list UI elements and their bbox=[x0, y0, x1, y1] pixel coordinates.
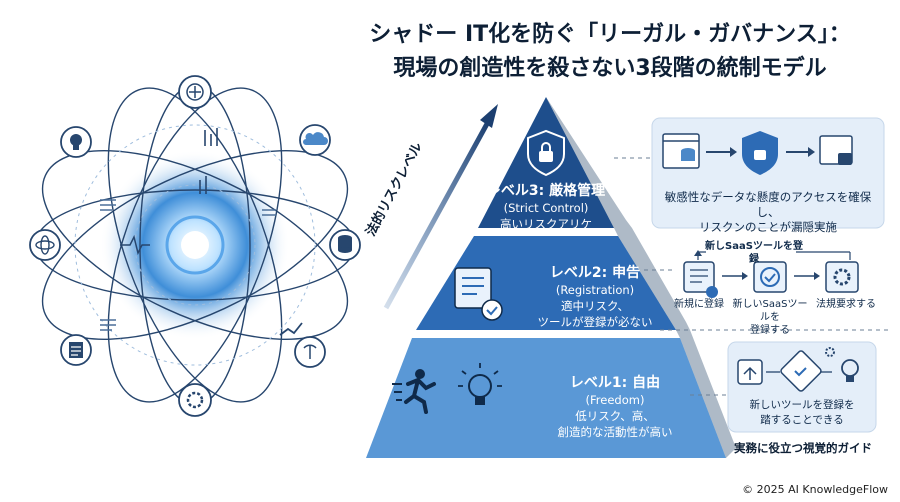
connectors bbox=[614, 157, 892, 396]
risk-arrow bbox=[383, 104, 498, 310]
chart-icon bbox=[279, 322, 303, 336]
level-2-label: レベル2: 申告 (Registration) 適中リスク、 ツールが登録が必な… bbox=[520, 262, 670, 330]
level-3-desc: 高いリスクアリケ bbox=[500, 217, 592, 231]
mid-step-3: 法規要求する bbox=[816, 299, 876, 310]
panel-strict-control bbox=[651, 117, 885, 229]
level-2-title: レベル2: 申告 bbox=[549, 265, 641, 281]
level-3-title: レベル3: 厳格管理 bbox=[486, 183, 606, 199]
orbit-nodes bbox=[29, 75, 361, 417]
mid-step-1: 新規に登録 bbox=[674, 299, 724, 310]
document-icon bbox=[60, 334, 92, 366]
antenna-icon bbox=[294, 336, 326, 368]
lightbulb-icon bbox=[458, 363, 502, 405]
pulse-icon bbox=[120, 234, 150, 256]
panel-registration bbox=[683, 250, 859, 298]
bars-icon bbox=[199, 128, 218, 194]
level-3-tier bbox=[478, 97, 614, 228]
level-2-subtitle: (Registration) bbox=[555, 283, 635, 297]
title-line-2: 現場の創造性を殺さない3段階の統制モデル bbox=[393, 56, 827, 81]
level-3-subtitle: (Strict Control) bbox=[503, 201, 589, 215]
list-icon bbox=[100, 199, 276, 331]
panel-freedom bbox=[727, 341, 877, 433]
mid-panel-header: 新しSaaSツールを登録 bbox=[705, 241, 803, 265]
title-line-1: シャドー IT化を防ぐ「リーガル・ガバナンス」： bbox=[369, 22, 851, 47]
network-icon bbox=[178, 75, 212, 109]
level-1-tier bbox=[366, 338, 726, 458]
level-1-desc: 低リスク、高、 創造的な活動性が高い bbox=[557, 409, 673, 439]
cloud-icon bbox=[299, 124, 331, 156]
top-panel-caption: 敏感性なデータな懸度のアクセスを確保し、 リスクンのことが漏隠実施 bbox=[664, 190, 872, 234]
bottom-panel-caption: 新しいツールを登録を 踏することできる bbox=[749, 399, 855, 426]
shield-lock-icon bbox=[527, 129, 565, 177]
lock-icon bbox=[819, 135, 853, 165]
mid-step-2: 新しいSaaSツールを 登録する bbox=[732, 299, 808, 336]
level-1-title: レベル1: 自由 bbox=[569, 375, 661, 391]
footer-copyright: © 2025 AI KnowledgeFlow bbox=[742, 483, 888, 496]
database-icon bbox=[329, 229, 361, 261]
guide-label: 実務に役立つ視覚的ガイド bbox=[734, 441, 872, 455]
level-2-desc: 適中リスク、 ツールが登録が必ない bbox=[537, 299, 653, 329]
network-illustration bbox=[29, 75, 361, 417]
atom-icon bbox=[29, 229, 61, 261]
github-icon bbox=[60, 126, 92, 158]
gear-icon bbox=[178, 383, 212, 417]
level-3-label: レベル3: 厳格管理 (Strict Control) 高いリスクアリケ bbox=[478, 180, 614, 232]
level-1-subtitle: (Freedom) bbox=[585, 393, 645, 407]
page-title: シャドー IT化を防ぐ「リーガル・ガバナンス」： 現場の創造性を殺さない3段階の… bbox=[330, 18, 890, 86]
document-check-icon bbox=[454, 267, 503, 321]
database-window-icon bbox=[662, 133, 700, 169]
runner-icon bbox=[392, 369, 436, 414]
level-1-label: レベル1: 自由 (Freedom) 低リスク、高、 創造的な活動性が高い bbox=[540, 372, 690, 440]
shield-icon bbox=[742, 131, 778, 175]
